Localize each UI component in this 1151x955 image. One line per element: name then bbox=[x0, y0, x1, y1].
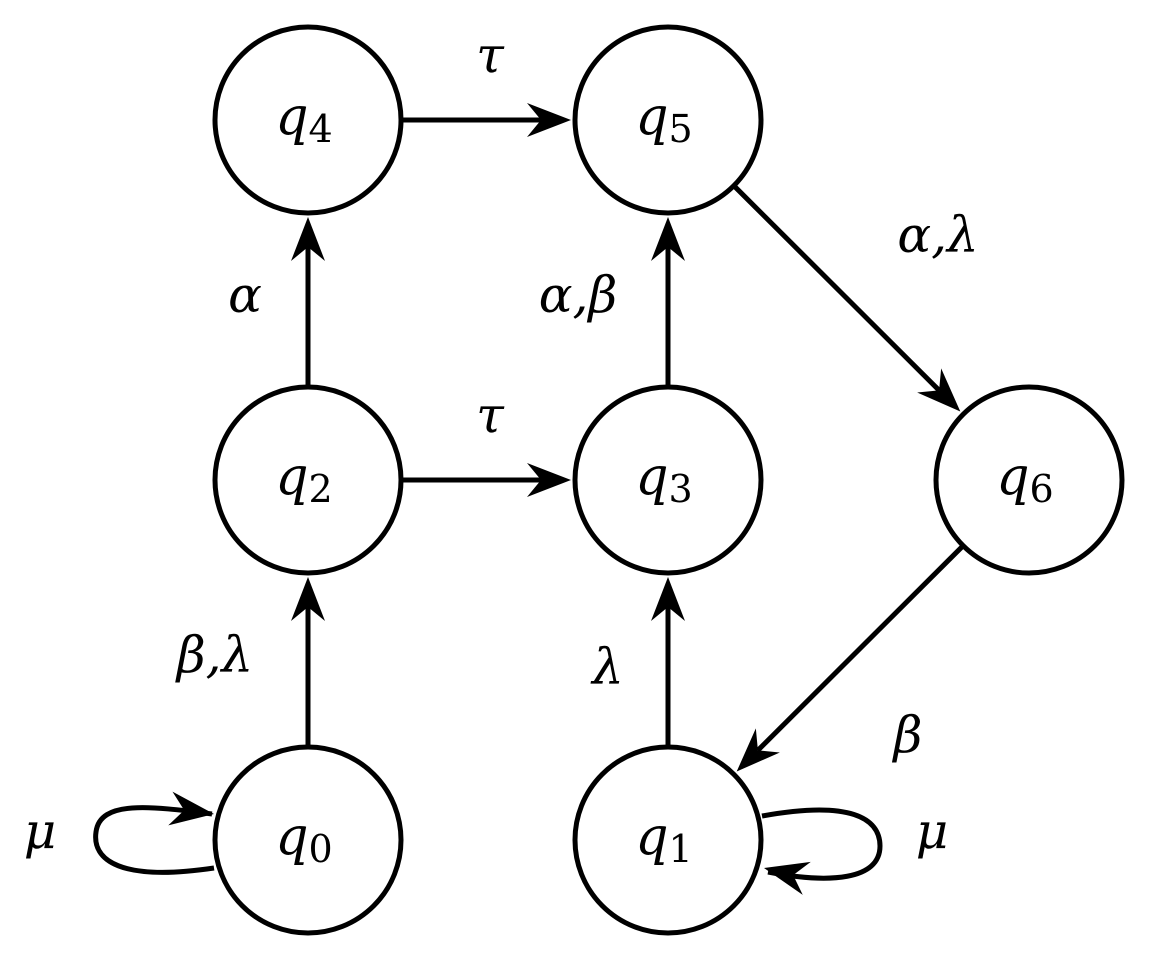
edge-label-q2-q3: τ bbox=[476, 386, 505, 444]
edge-label-q5-q6: α,λ bbox=[897, 206, 978, 264]
edge-label-q4-q5: τ bbox=[476, 26, 505, 84]
edge-label-q0-q0: μ bbox=[24, 802, 57, 860]
self-loop-line bbox=[761, 807, 883, 881]
edge-q5-q6 bbox=[732, 183, 961, 412]
state-symbol: q bbox=[275, 807, 308, 867]
state-node-q1: q1 bbox=[572, 744, 764, 936]
edge-label-q0-q2: β,λ bbox=[175, 626, 254, 684]
state-circle bbox=[572, 384, 764, 576]
state-symbol: q bbox=[635, 87, 668, 147]
edge-line bbox=[732, 183, 941, 393]
edge-q1-q3 bbox=[651, 577, 685, 747]
state-label: q2 bbox=[275, 447, 332, 511]
edges-layer bbox=[93, 103, 965, 895]
edge-q0-q2 bbox=[291, 577, 325, 747]
state-symbol: q bbox=[275, 447, 308, 507]
edge-label-q1-q3: λ bbox=[590, 638, 624, 696]
state-node-q0: q0 bbox=[212, 744, 404, 936]
state-circle bbox=[212, 24, 404, 216]
state-circle bbox=[933, 384, 1125, 576]
state-label: q5 bbox=[635, 87, 692, 151]
arrow-head bbox=[527, 463, 571, 497]
state-index: 1 bbox=[669, 827, 693, 871]
state-index: 2 bbox=[309, 467, 333, 511]
state-circle bbox=[572, 24, 764, 216]
state-label: q0 bbox=[275, 807, 332, 871]
edge-line bbox=[756, 543, 965, 753]
state-index: 3 bbox=[669, 467, 693, 511]
state-symbol: q bbox=[275, 87, 308, 147]
arrow-head bbox=[917, 368, 961, 412]
state-index: 6 bbox=[1030, 467, 1054, 511]
state-label: q3 bbox=[635, 447, 692, 511]
state-node-q3: q3 bbox=[572, 384, 764, 576]
arrow-head bbox=[651, 577, 685, 621]
state-label: q4 bbox=[275, 87, 332, 151]
edge-q3-q5 bbox=[651, 217, 685, 387]
state-label: q6 bbox=[996, 447, 1053, 511]
edge-label-q1-q1: μ bbox=[916, 802, 949, 860]
edge-label-q6-q1: β bbox=[892, 706, 923, 764]
state-node-q6: q6 bbox=[933, 384, 1125, 576]
edge-q6-q1 bbox=[736, 543, 965, 772]
state-symbol: q bbox=[996, 447, 1029, 507]
state-index: 4 bbox=[309, 107, 333, 151]
state-symbol: q bbox=[635, 447, 668, 507]
edge-q1-q1 bbox=[761, 807, 883, 895]
arrow-head bbox=[651, 217, 685, 261]
state-node-q5: q5 bbox=[572, 24, 764, 216]
state-node-q4: q4 bbox=[212, 24, 404, 216]
edge-q2-q4 bbox=[291, 217, 325, 387]
arrow-head bbox=[291, 577, 325, 621]
state-node-q2: q2 bbox=[212, 384, 404, 576]
state-index: 0 bbox=[309, 827, 333, 871]
state-index: 5 bbox=[669, 107, 693, 151]
edge-q0-q0 bbox=[93, 791, 215, 875]
edge-q2-q3 bbox=[401, 463, 571, 497]
arrow-head bbox=[291, 217, 325, 261]
edge-q4-q5 bbox=[401, 103, 571, 137]
arrow-head bbox=[527, 103, 571, 137]
state-circle bbox=[212, 384, 404, 576]
edge-label-q2-q4: α bbox=[228, 266, 262, 324]
arrow-head bbox=[736, 728, 780, 772]
arrow-head bbox=[168, 791, 214, 826]
state-circle bbox=[212, 744, 404, 936]
arrow-head bbox=[764, 861, 811, 895]
self-loop-line bbox=[93, 805, 215, 875]
state-symbol: q bbox=[635, 807, 668, 867]
edge-label-q3-q5: α,β bbox=[539, 266, 618, 324]
edge-labels-layer: μ β,λ α τ τ α,β α,λ β λ μ bbox=[24, 26, 979, 860]
state-circle bbox=[572, 744, 764, 936]
state-label: q1 bbox=[635, 807, 692, 871]
